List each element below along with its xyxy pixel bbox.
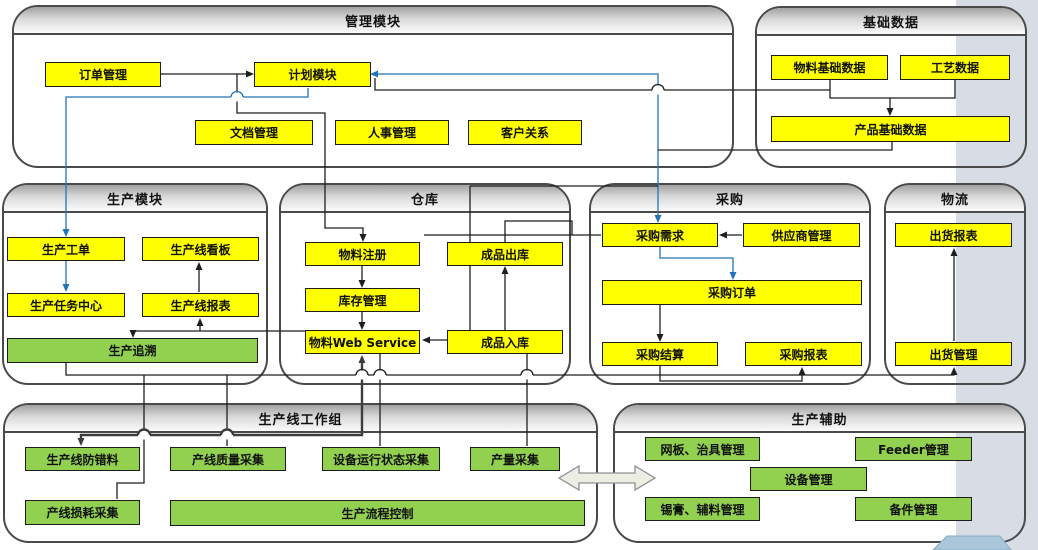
connector-trace-bus-to-shipmgmt	[65, 363, 958, 376]
section-titlebar-logistics: 物流	[886, 185, 1024, 213]
section-title-logistics: 物流	[940, 192, 969, 208]
section-titlebar-basic-data: 基础数据	[757, 8, 1025, 36]
node-spare-parts: 备件管理	[855, 497, 972, 521]
section-title-line-workgroup: 生产线工作组	[258, 412, 343, 428]
node-order-mgmt: 订单管理	[45, 62, 161, 87]
node-plan-module: 计划模块	[254, 62, 371, 87]
node-process-data: 工艺数据	[900, 55, 1010, 80]
node-production-trace: 生产追溯	[7, 338, 258, 363]
node-line-quality: 产线质量采集	[170, 447, 286, 471]
node-stencil-fixture: 网板、治具管理	[645, 437, 760, 461]
section-title-warehouse: 仓库	[410, 192, 439, 208]
connector-materialbase-process-join	[829, 80, 956, 99]
section-titlebar-production-support: 生产辅助	[615, 405, 1024, 433]
node-inventory-mgmt: 库存管理	[305, 288, 420, 312]
node-work-order: 生产工单	[7, 237, 125, 261]
section-line-workgroup: 生产线工作组	[3, 403, 598, 543]
connector-settle-to-report	[659, 366, 806, 382]
section-production: 生产模块	[2, 183, 268, 385]
line-hop	[520, 368, 534, 380]
node-purchase-demand: 采购需求	[602, 223, 718, 247]
connector-plan-to-material-register	[236, 74, 367, 242]
node-supplier-mgmt: 供应商管理	[743, 223, 860, 247]
section-title-purchase: 采购	[715, 192, 744, 208]
connector-materialbase-to-plan	[374, 78, 830, 91]
node-solder-material: 锡膏、辅料管理	[645, 497, 760, 521]
node-purchase-settle: 采购结算	[602, 342, 718, 366]
connector-webservice-to-trace	[129, 330, 305, 338]
node-ship-report: 出货报表	[895, 223, 1012, 247]
node-purchase-order: 采购订单	[602, 280, 862, 305]
section-warehouse: 仓库	[279, 183, 571, 385]
section-title-management: 管理模块	[344, 14, 401, 30]
node-line-loss: 产线损耗采集	[25, 500, 140, 525]
connector-demand-to-order	[659, 247, 737, 280]
line-hop	[373, 368, 387, 380]
node-output-collect: 产量采集	[470, 447, 560, 471]
connector-register-to-inventory	[358, 266, 366, 288]
connector-plan-to-workorder	[62, 88, 309, 237]
connector-fgout-top-elbow	[504, 220, 573, 242]
section-titlebar-line-workgroup: 生产线工作组	[5, 405, 596, 433]
node-doc-mgmt: 文档管理	[195, 120, 313, 145]
line-hop	[136, 428, 152, 440]
connector-linereport-to-kanban	[195, 262, 203, 292]
node-fg-outbound: 成品出库	[447, 242, 563, 266]
node-material-base-data: 物料基础数据	[771, 55, 888, 80]
section-logistics: 物流	[884, 183, 1026, 385]
node-equipment-mgmt: 设备管理	[750, 467, 867, 491]
section-title-basic-data: 基础数据	[862, 15, 919, 31]
connector-basicdata-plan-demand	[370, 70, 662, 223]
node-material-webservice: 物料Web Service	[305, 330, 420, 354]
connector-workorder-to-taskcenter	[62, 261, 70, 292]
node-task-center: 生产任务中心	[7, 293, 125, 317]
section-titlebar-management: 管理模块	[14, 7, 732, 35]
node-process-control: 生产流程控制	[170, 500, 585, 526]
node-line-report: 生产线报表	[142, 293, 259, 317]
line-hop	[651, 83, 665, 95]
connector-inventory-to-webservice	[358, 312, 366, 330]
node-equip-status: 设备运行状态采集	[322, 447, 440, 471]
connector-productbase-left-link	[658, 142, 893, 151]
connector-fgin-to-fgout	[501, 266, 509, 330]
section-purchase: 采购	[589, 183, 871, 385]
node-line-error-proof: 生产线防错料	[25, 447, 140, 471]
line-hop	[219, 428, 235, 440]
node-feeder-mgmt: Feeder管理	[855, 437, 972, 461]
section-titlebar-production: 生产模块	[4, 185, 266, 213]
line-hop	[355, 368, 369, 380]
connector-order-to-settle	[656, 305, 664, 342]
node-fg-inbound: 成品入库	[447, 330, 563, 354]
section-title-production: 生产模块	[106, 192, 163, 208]
node-purchase-report: 采购报表	[745, 342, 862, 366]
section-title-production-support: 生产辅助	[791, 412, 848, 428]
node-customer-relation: 客户关系	[468, 120, 582, 145]
node-material-register: 物料注册	[305, 242, 420, 266]
section-management: 管理模块	[12, 5, 734, 168]
connector-join-to-productbase	[886, 98, 894, 116]
connector-order-to-plan	[161, 70, 254, 78]
line-hop	[230, 90, 244, 102]
node-hr-mgmt: 人事管理	[335, 120, 449, 145]
connector-branch-to-linereport	[196, 318, 204, 331]
section-titlebar-purchase: 采购	[591, 185, 869, 213]
section-basic-data: 基础数据	[755, 6, 1027, 168]
connector-shipmgmt-to-shipreport	[950, 248, 958, 341]
section-titlebar-warehouse: 仓库	[281, 185, 569, 213]
section-production-support: 生产辅助	[613, 403, 1026, 543]
connector-supplier-to-demand	[719, 231, 742, 239]
node-product-base-data: 产品基础数据	[771, 116, 1010, 142]
node-line-kanban: 生产线看板	[142, 237, 259, 261]
node-ship-mgmt: 出货管理	[895, 342, 1012, 366]
